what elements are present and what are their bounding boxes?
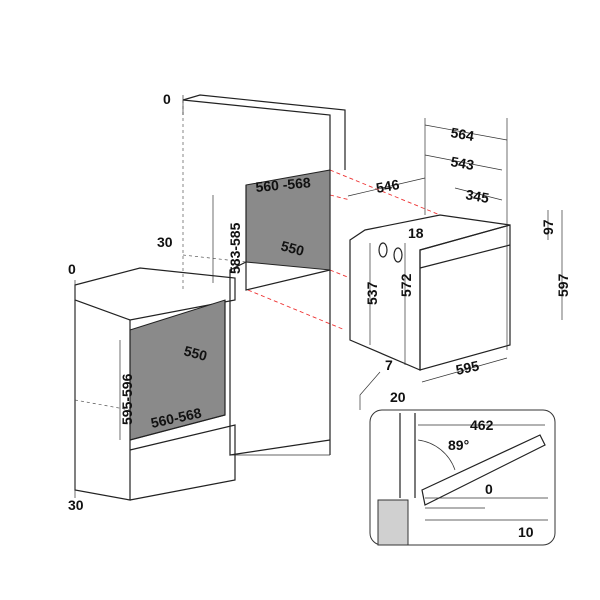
oven-bottom-offset-label: 7 [385,357,393,373]
door-open-depth-label: 462 [470,417,494,433]
door-clearance-label: 0 [485,481,493,497]
oven-depth-total-label: 564 [449,124,475,144]
oven-depth-body-label: 543 [449,153,475,173]
dimension-lines [74,95,563,498]
oven-top-offset-label: 18 [408,225,424,241]
oven-rail-depth-label: 345 [464,186,490,206]
oven-width-label: 595 [454,357,480,378]
base-cabinet [74,267,236,501]
tall-niche-width-label: 560 -568 [255,174,312,195]
door-angle-label: 89° [448,437,469,453]
oven-side-depth-label: 546 [375,176,401,196]
base-niche-depth-label: 550 [182,342,209,364]
oven-panel-height-label: 97 [540,219,556,235]
tall-niche-height-label: 583-585 [227,222,243,274]
alignment-lines [247,169,441,331]
oven-total-height-label: 597 [555,273,571,297]
tall-niche-depth-label: 550 [279,237,306,259]
oven-body-height-label: 572 [398,273,414,297]
oven [349,214,511,371]
base-depth-gap-label: 30 [68,497,84,513]
tall-cabinet [182,94,346,456]
tall-top-gap-label: 0 [163,91,171,107]
door-bottom-gap-label: 10 [518,524,534,540]
base-niche-height-label: 595-596 [119,373,135,425]
door-detail [369,409,556,546]
base-top-gap-label: 0 [68,261,76,277]
oven-side-height-label: 537 [364,281,380,305]
tall-depth-gap-label: 30 [157,234,173,250]
oven-front-offset-label: 20 [390,389,406,405]
